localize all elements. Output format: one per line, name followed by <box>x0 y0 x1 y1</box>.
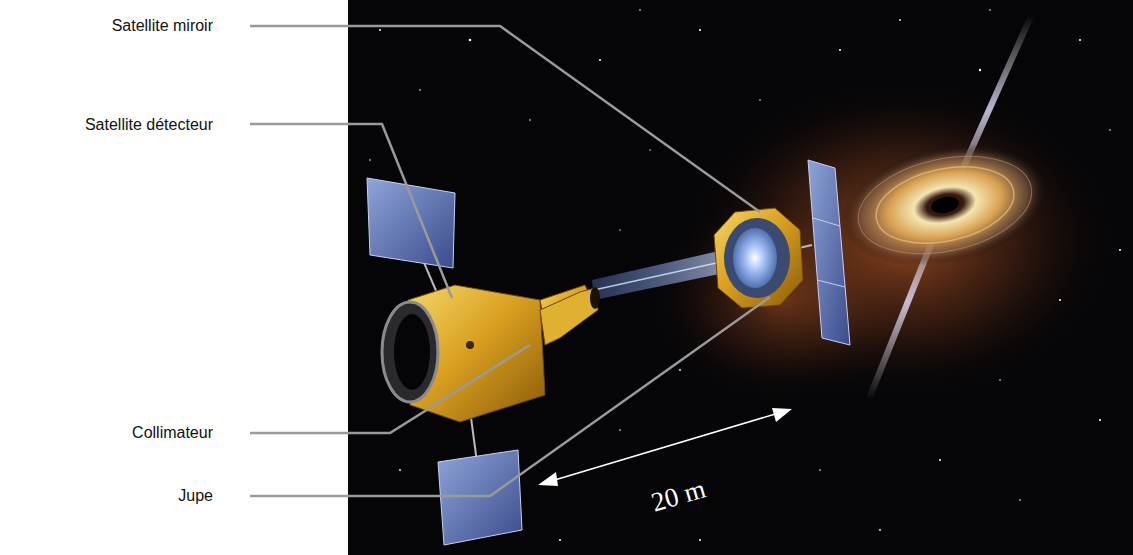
part-label: Satellite détecteur <box>85 115 213 135</box>
part-label: Jupe <box>178 486 213 506</box>
part-label: Satellite miroir <box>112 16 213 36</box>
part-label: Collimateur <box>132 423 213 443</box>
